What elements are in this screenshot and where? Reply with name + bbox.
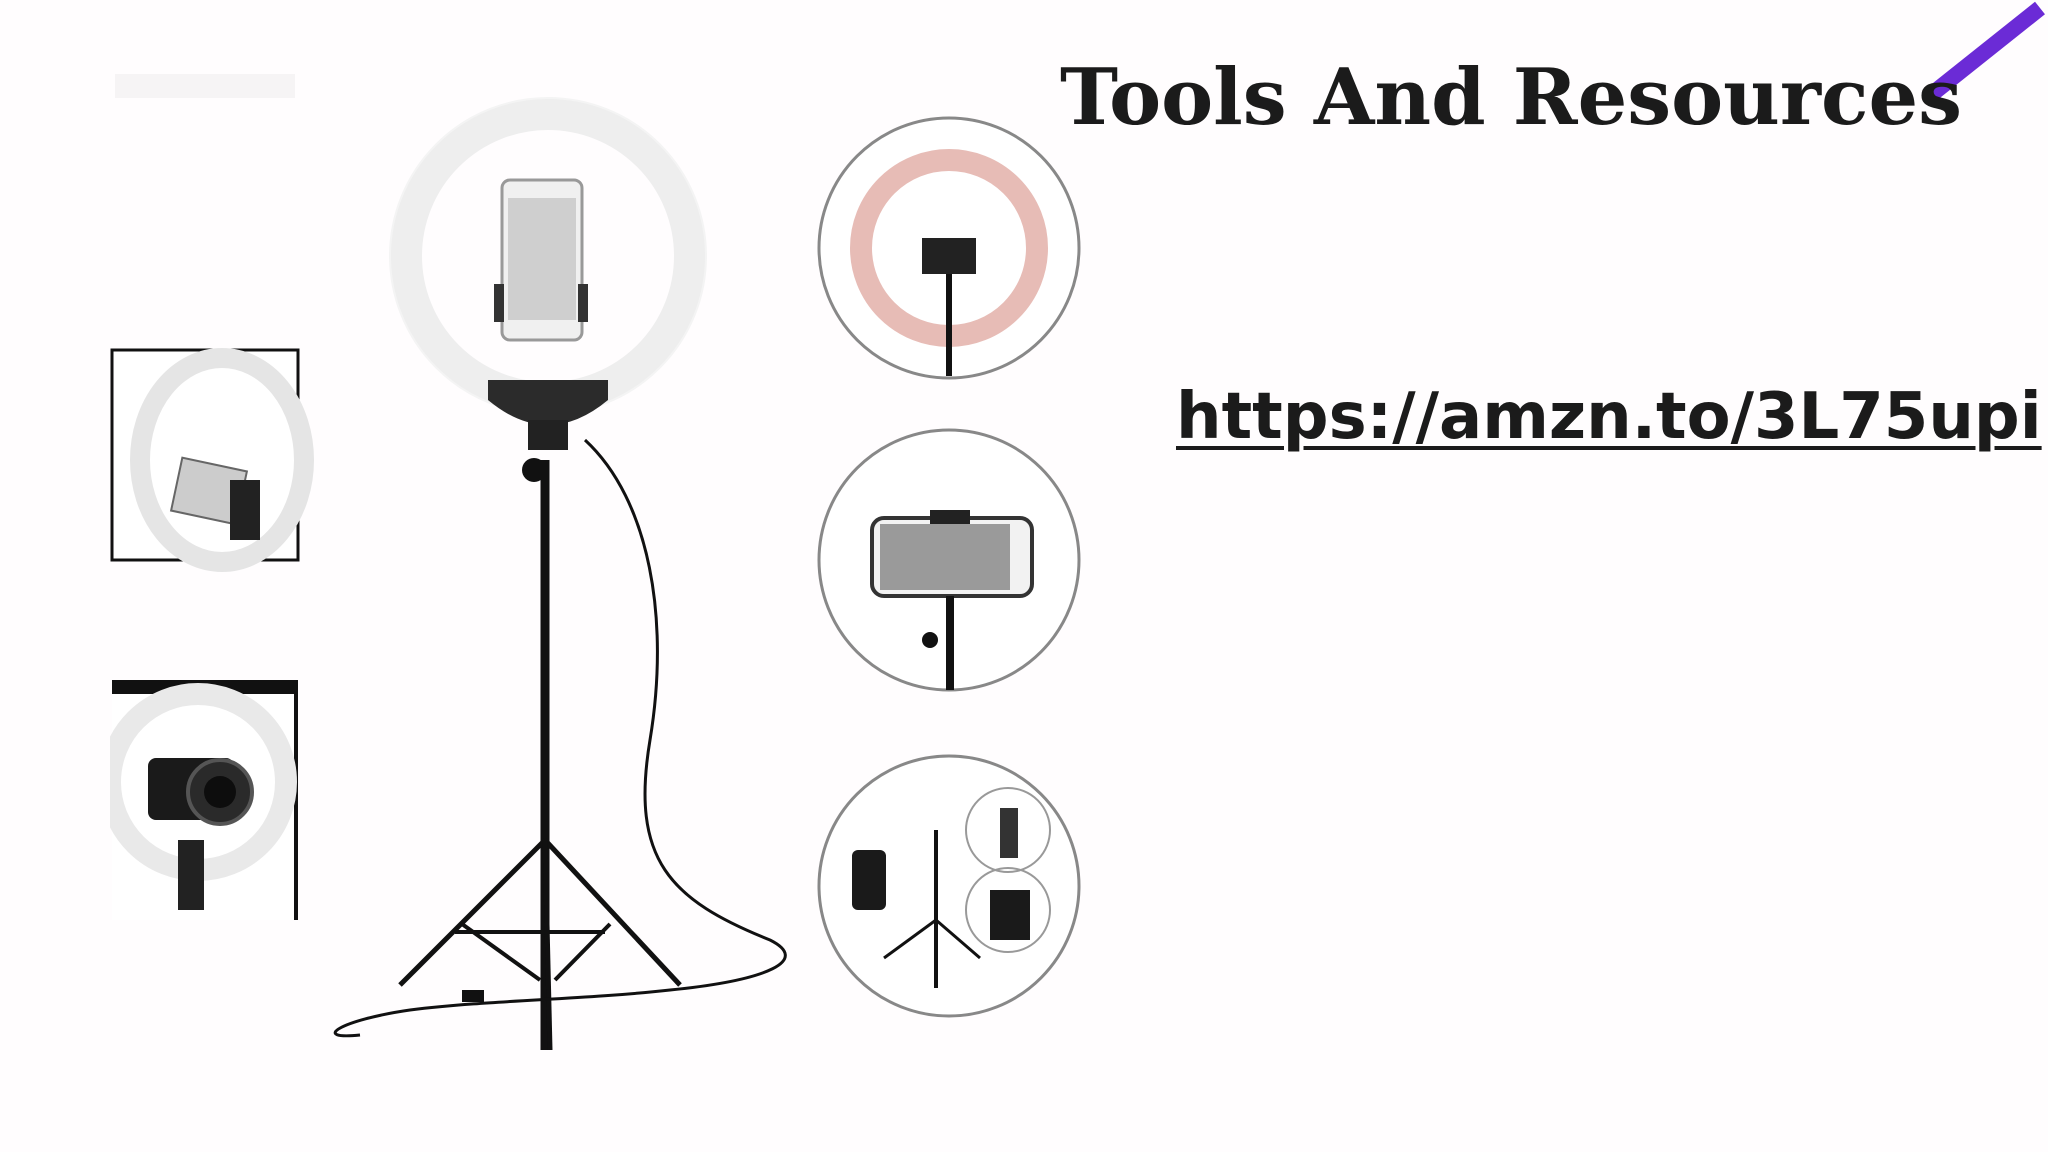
slide-title: Tools And Resources (1060, 52, 1962, 143)
accent-stroke (1927, 1, 2045, 101)
detail-circle-ring (817, 116, 1081, 380)
thumbnail-ring-camera (110, 680, 298, 920)
tripod (333, 438, 787, 1051)
detail-circle-parts (817, 754, 1081, 1018)
detail-circle-phone (817, 428, 1081, 692)
thumbnail-ring-side (110, 348, 314, 572)
product-image (110, 74, 1081, 1051)
faint-bar (115, 74, 295, 98)
main-ring-light (389, 97, 707, 482)
product-link[interactable]: https://amzn.to/3L75upi (1176, 380, 2042, 454)
